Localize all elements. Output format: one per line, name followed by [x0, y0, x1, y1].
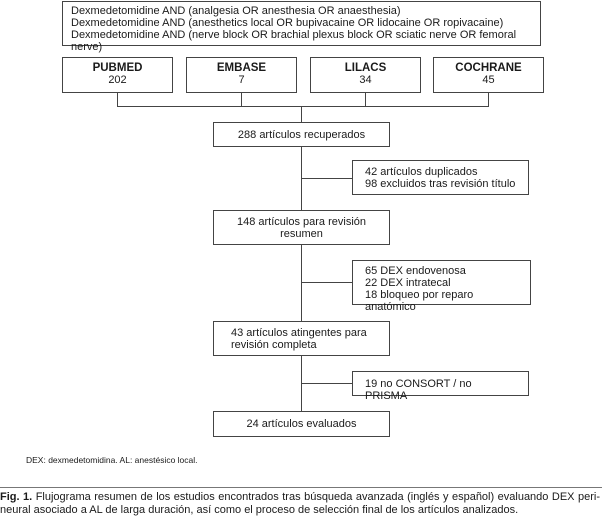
- search-line: Dexmedetomidine AND (analgesia OR anesth…: [71, 5, 401, 17]
- connector: [365, 93, 366, 107]
- footnote: DEX: dexmedetomidina. AL: anestésico loc…: [26, 455, 198, 465]
- connector: [241, 93, 242, 107]
- connector: [117, 106, 489, 107]
- connector: [488, 93, 489, 107]
- excluded-box-3: 19 no CONSORT / no PRISMA: [352, 371, 529, 402]
- connector: [117, 93, 118, 107]
- divider: [0, 487, 602, 488]
- connector: [301, 383, 353, 384]
- search-terms-box: Dexmedetomidine AND (analgesia OR anesth…: [62, 1, 541, 53]
- search-line: Dexmedetomidine AND (nerve block OR brac…: [71, 29, 517, 53]
- search-line: Dexmedetomidine AND (anesthetics local O…: [71, 17, 504, 29]
- connector: [301, 178, 353, 179]
- figure-caption: Fig. 1. Flujograma resumen de los estudi…: [0, 491, 601, 516]
- connector: [301, 282, 353, 283]
- connector: [301, 106, 302, 411]
- evaluated-box: 24 artículos evaluados: [213, 411, 390, 437]
- retrieved-box: 288 artículos recuperados: [213, 122, 390, 147]
